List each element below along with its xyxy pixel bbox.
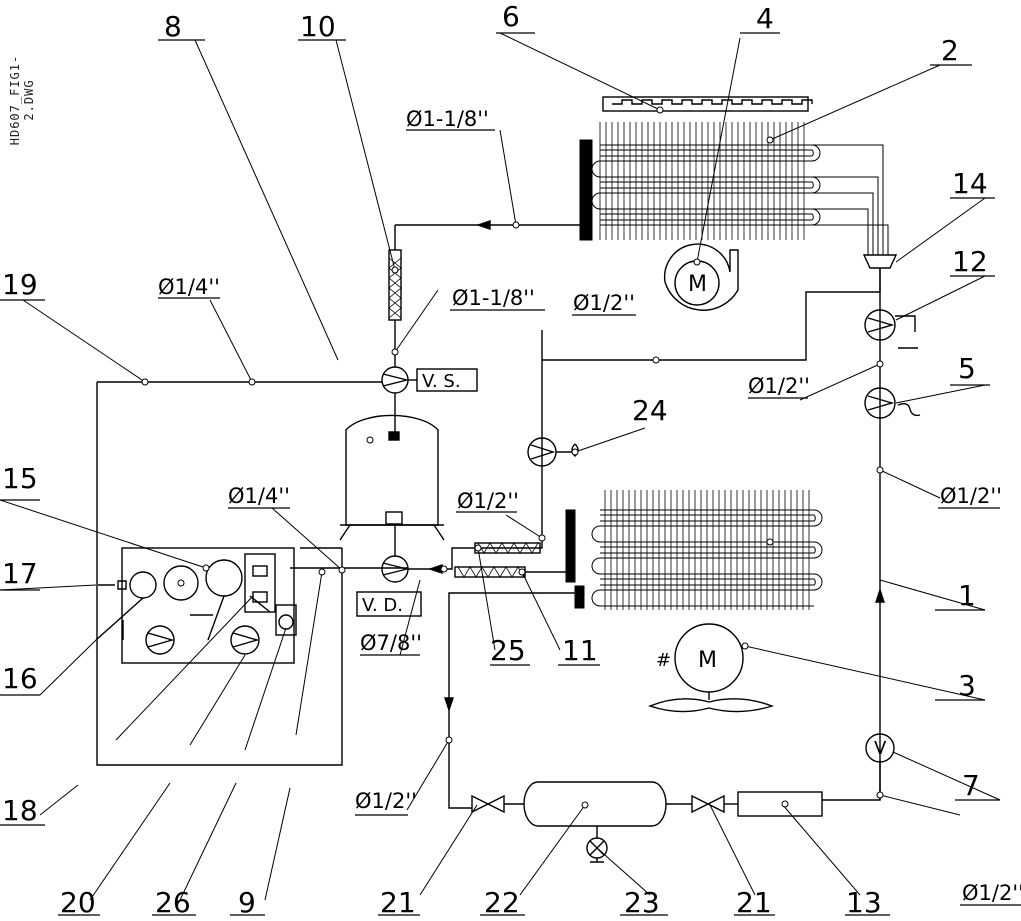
callout-2: 2 (941, 34, 959, 67)
callout-6: 6 (502, 0, 520, 33)
pipe-size-label: Ø1/2'' (355, 789, 417, 813)
pressure-control-12 (864, 309, 896, 341)
pipe-size-label: Ø1/2'' (962, 881, 1021, 905)
pressure-control-5 (864, 387, 896, 419)
callout-9: 9 (238, 886, 256, 919)
callout-1: 1 (958, 579, 976, 612)
callout-14: 14 (952, 167, 988, 200)
callout-23: 23 (624, 886, 660, 919)
vd-tag-box (356, 591, 422, 617)
pipe-size-label: Ø1/2'' (940, 484, 1002, 508)
callout-8: 8 (164, 10, 182, 43)
sight-glass-symbol: V (874, 738, 887, 759)
condenser-fan-grille (602, 96, 813, 112)
evaporator-motor-symbol: M (698, 648, 717, 673)
callout-7: 7 (962, 769, 980, 802)
callout-25: 25 (490, 634, 526, 667)
suction-service-valve (381, 366, 409, 394)
condenser-motor-symbol: M (688, 272, 707, 297)
callout-4: 4 (756, 2, 774, 35)
evaporator-fan-motor (647, 623, 775, 713)
callout-17: 17 (2, 557, 38, 590)
leader-lines (0, 32, 1001, 901)
callout-20: 20 (60, 886, 96, 919)
callout-13: 13 (846, 886, 882, 919)
condenser-coil (579, 122, 889, 255)
gauge-16 (163, 565, 199, 601)
callout-22: 22 (484, 886, 520, 919)
callout-18: 18 (2, 794, 38, 827)
callout-26: 26 (155, 886, 191, 919)
discharge-valve-tag: V. D. (362, 595, 403, 616)
controller-box (244, 553, 276, 613)
pipe-size-label: Ø1/2'' (748, 374, 810, 398)
callout-3: 3 (958, 669, 976, 702)
callout-24: 24 (632, 394, 668, 427)
callout-15: 15 (2, 462, 38, 495)
callout-11: 11 (562, 634, 598, 667)
heat-exchanger-11 (454, 566, 526, 578)
callout-19: 19 (2, 268, 38, 301)
discharge-service-valve (381, 555, 409, 583)
compressor (339, 414, 445, 541)
pipe-size-label: Ø1/2'' (573, 291, 635, 315)
evaporator-coil (565, 490, 823, 610)
gauge-15 (205, 559, 243, 597)
callout-16: 16 (2, 662, 38, 695)
pipe-size-label: Ø7/8'' (360, 631, 422, 655)
distributor (862, 254, 898, 269)
pipe-size-label: Ø1/4'' (228, 484, 290, 508)
callout-21-right: 21 (736, 886, 772, 919)
shutoff-valve-right (691, 794, 725, 814)
liquid-receiver (523, 781, 667, 827)
callout-10: 10 (300, 10, 336, 43)
callout-5: 5 (958, 352, 976, 385)
callout-21-left: 21 (380, 886, 416, 919)
gauge-17 (129, 571, 157, 599)
pipe-size-label: Ø1/2'' (457, 489, 519, 513)
callout-12: 12 (952, 245, 988, 278)
shutoff-valve-left (471, 794, 505, 814)
suction-valve-tag: V. S. (422, 371, 461, 392)
filter-drier (737, 791, 823, 817)
pipe-size-label: Ø1-1/8'' (452, 286, 535, 310)
pipe-size-label: Ø1/4'' (158, 275, 220, 299)
motor-phase-mark: # (656, 650, 671, 671)
pipe-size-label: Ø1-1/8'' (406, 107, 489, 131)
